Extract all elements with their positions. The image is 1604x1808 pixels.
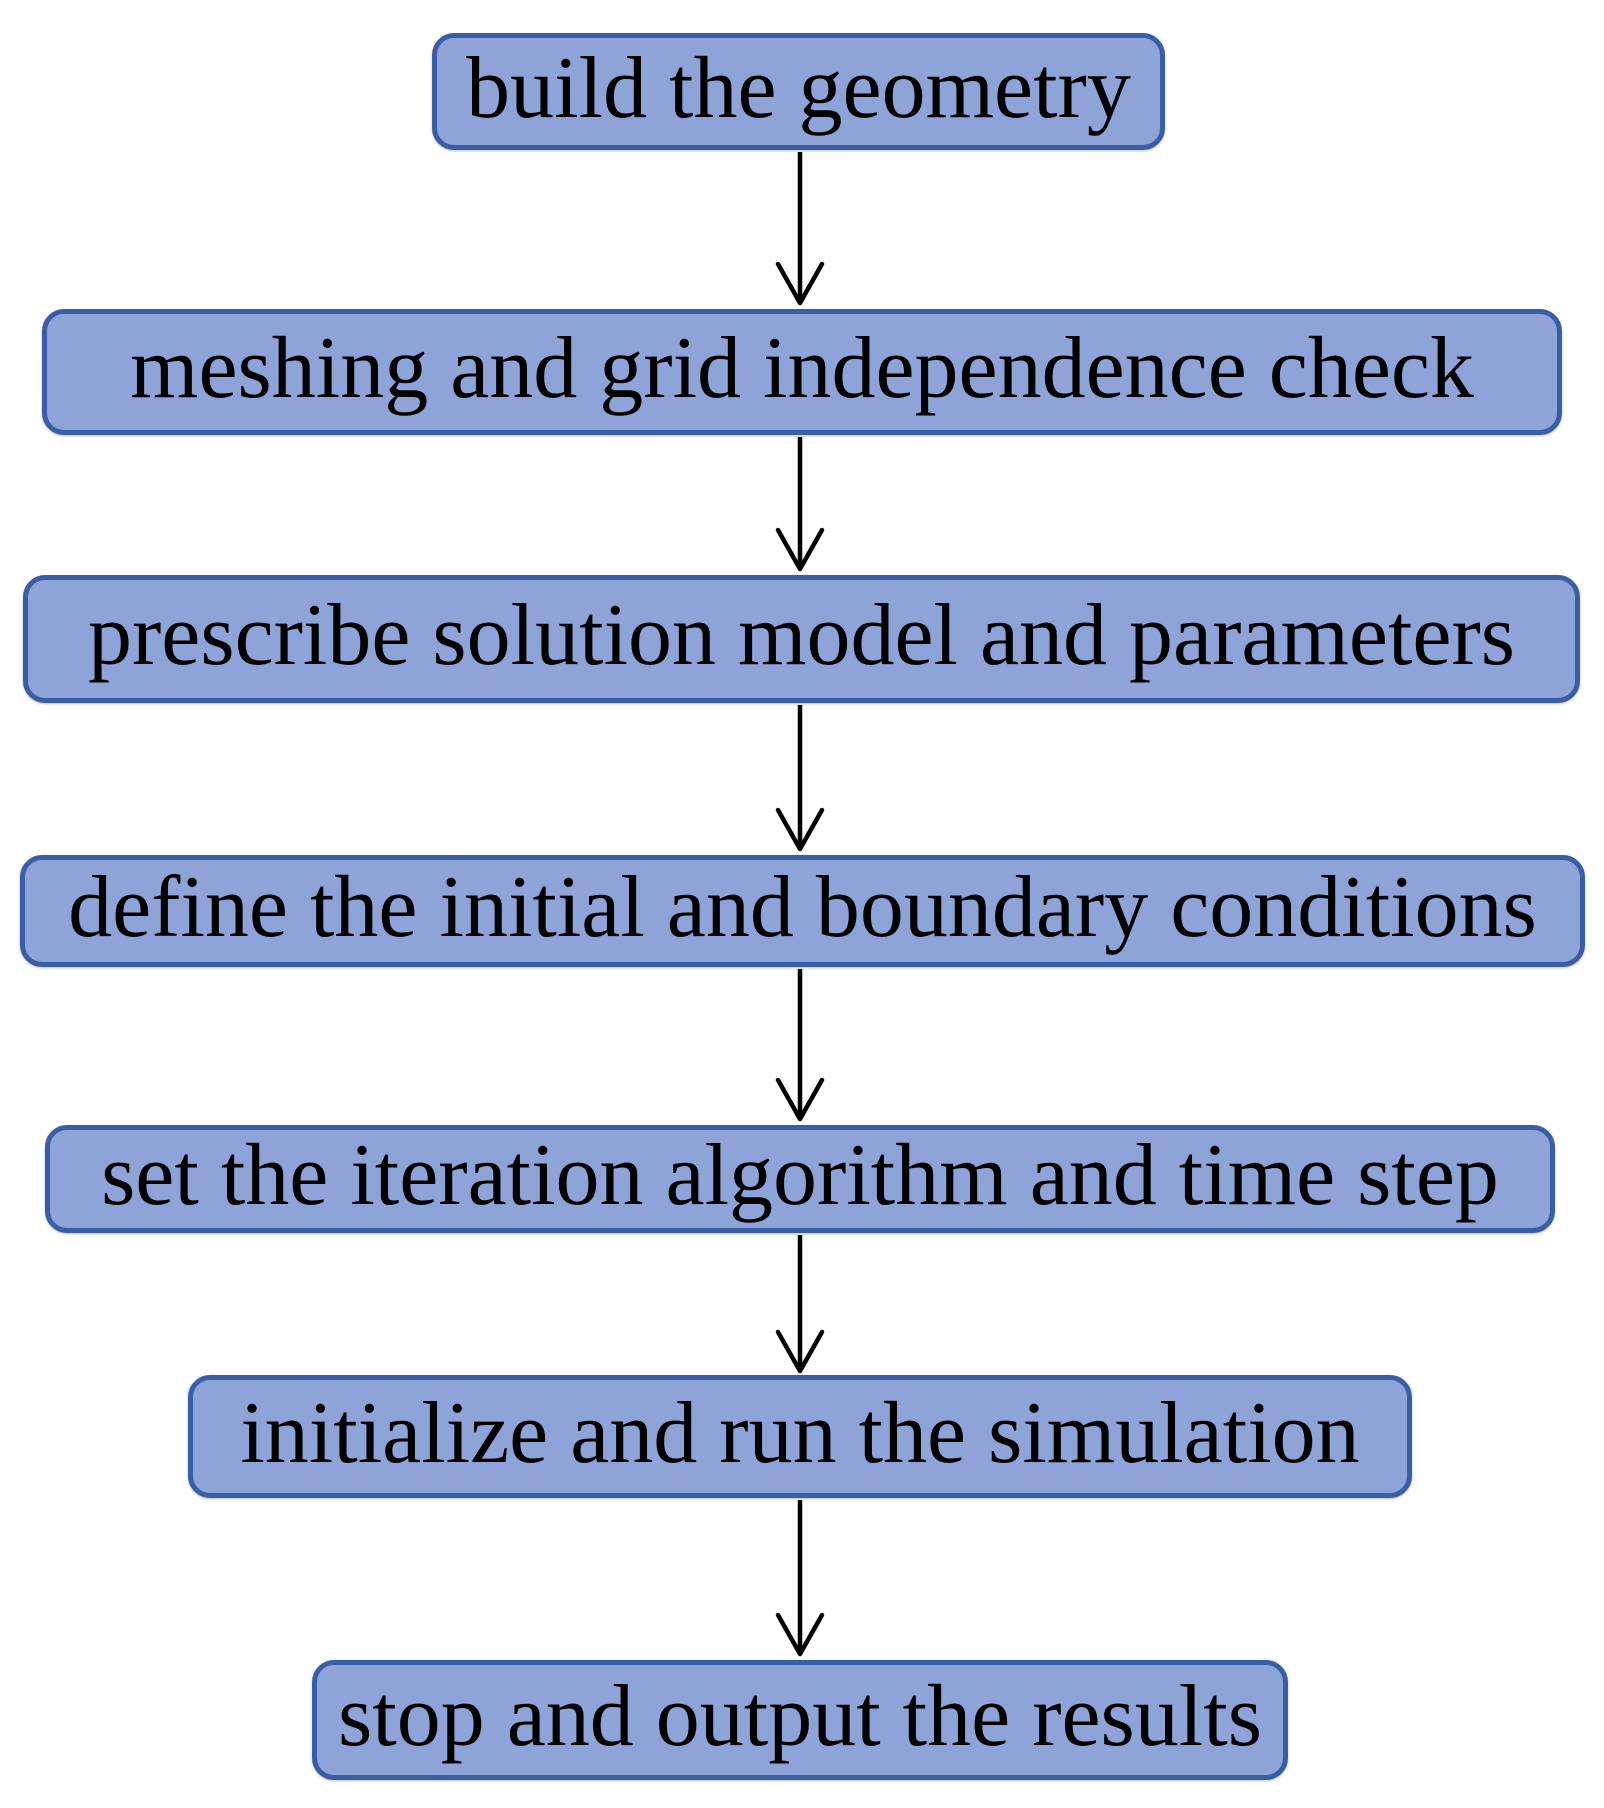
flow-node-label: build the geometry xyxy=(466,39,1131,137)
flow-node-stop-output-results: stop and output the results xyxy=(312,1660,1288,1780)
flow-node-build-geometry: build the geometry xyxy=(432,33,1165,150)
flow-arrow-down-icon xyxy=(775,705,825,852)
flow-node-solution-model-parameters: prescribe solution model and parameters xyxy=(23,575,1580,703)
flow-node-label: initialize and run the simulation xyxy=(240,1384,1360,1482)
flow-arrow-down-icon xyxy=(775,152,825,306)
flow-node-label: define the initial and boundary conditio… xyxy=(68,859,1537,956)
flow-arrow-down-icon xyxy=(775,969,825,1122)
flow-node-meshing-grid-check: meshing and grid independence check xyxy=(42,309,1562,435)
flow-arrow-down-icon xyxy=(775,1235,825,1374)
flow-node-label: meshing and grid independence check xyxy=(130,320,1474,417)
flow-node-initialize-run-simulation: initialize and run the simulation xyxy=(188,1375,1412,1498)
flow-node-initial-boundary-conditions: define the initial and boundary conditio… xyxy=(20,855,1585,967)
flow-arrow-down-icon xyxy=(775,1500,825,1657)
flow-node-iteration-algorithm-time-step: set the iteration algorithm and time ste… xyxy=(45,1125,1555,1233)
flow-node-label: set the iteration algorithm and time ste… xyxy=(101,1127,1499,1224)
flow-node-label: stop and output the results xyxy=(338,1668,1262,1765)
flow-node-label: prescribe solution model and parameters xyxy=(87,587,1516,684)
flow-arrow-down-icon xyxy=(775,437,825,572)
